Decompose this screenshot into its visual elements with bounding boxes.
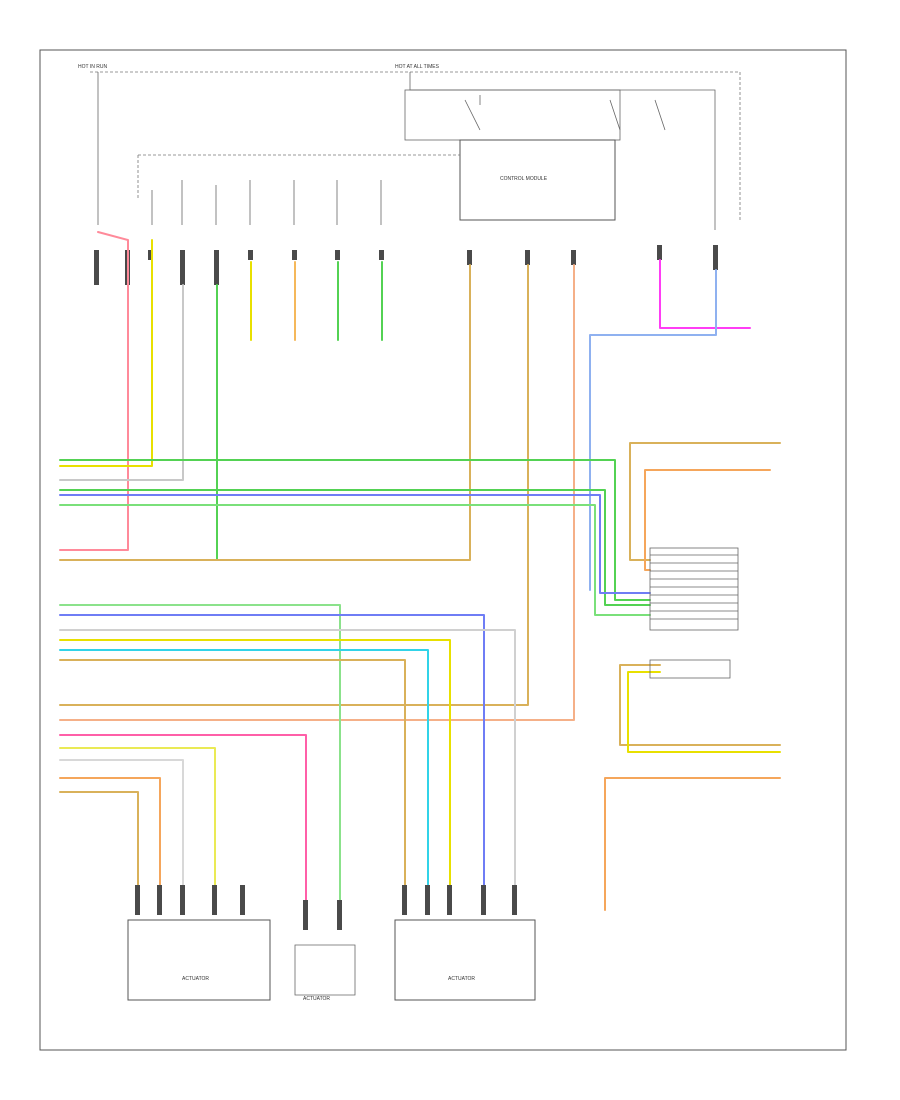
right-connector [649, 547, 739, 631]
wire-grey-lower-2 [59, 759, 184, 891]
wire-green-bus-2 [59, 489, 651, 606]
right-feed-line [409, 72, 716, 230]
wire-tan-right-2 [619, 664, 781, 746]
hot-at-all-times-label: HOT AT ALL TIMES [395, 64, 440, 70]
wire-tan-lower-2 [59, 791, 139, 891]
wire-green-bus-3 [59, 504, 651, 616]
wire-yellow-right [627, 671, 781, 753]
wire-yellow-lower-2 [59, 747, 216, 891]
actuator-right-box [394, 919, 536, 1001]
wire-red-left [59, 231, 129, 551]
wire-lightblue [589, 269, 717, 591]
wire-orange-right [644, 469, 771, 571]
wire-blue-lower [59, 614, 485, 891]
wire-tan-module [59, 264, 471, 561]
wire-orange-lower [59, 777, 161, 891]
lower-connectors [135, 885, 517, 930]
control-module-label: CONTROL MODULE [500, 176, 548, 182]
wire-orange-module [59, 264, 575, 721]
wire-tan-module-2 [59, 264, 529, 706]
wire-orange-right-2 [604, 777, 781, 911]
relay-box [404, 89, 621, 141]
wire-pink-lower [59, 734, 307, 906]
wire-yellow-lower [59, 639, 451, 891]
wire-lgreen-lower [59, 604, 341, 901]
actuator-left-box [127, 919, 271, 1001]
upper-connectors [94, 245, 718, 285]
wire-tan-lower [59, 659, 406, 891]
wire-green-bus-1 [59, 459, 651, 601]
module-dashed-bus [137, 154, 460, 200]
top-bus-line [90, 71, 741, 220]
switch-stack [151, 180, 382, 225]
right-lower-connector [649, 659, 731, 679]
wire-cyan-lower [59, 649, 429, 891]
actuator-right-label: ACTUATOR [448, 976, 475, 982]
wire-blue-bus [59, 494, 651, 594]
actuator-left-label: ACTUATOR [182, 976, 209, 982]
diagram-border [39, 49, 847, 1051]
hot-in-run-label: HOT IN RUN [78, 64, 107, 70]
wire-magenta [659, 259, 751, 329]
relay-2-switch [609, 99, 666, 131]
wire-grey-lower [59, 629, 516, 891]
actuator-mid-outline [294, 944, 356, 996]
wire-tan-right [629, 442, 781, 561]
wire-grey-left [59, 284, 184, 481]
actuator-mid-label: ACTUATOR [303, 996, 330, 1002]
wire-yellow-left [59, 239, 153, 467]
control-module-box [459, 139, 616, 221]
relay-1-switch [464, 95, 481, 131]
